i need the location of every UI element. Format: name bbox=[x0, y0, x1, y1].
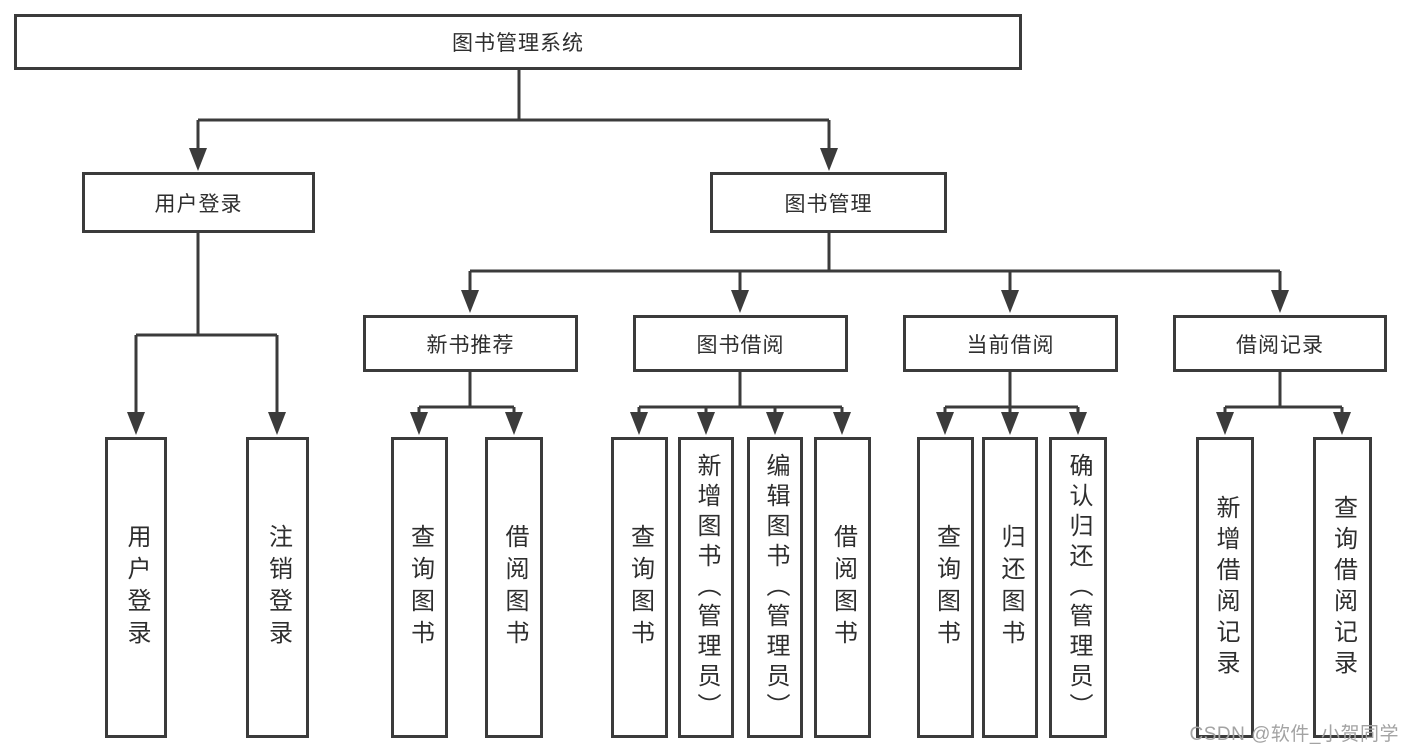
leaf-query-book-1: 查询图书 bbox=[391, 437, 448, 738]
node-root-label: 图书管理系统 bbox=[452, 32, 584, 55]
connector-userlogin-to-leaves bbox=[127, 233, 286, 435]
leaf-logout: 注销登录 bbox=[246, 437, 309, 738]
leaf-query-borrow-record-label: 查询借阅记录 bbox=[1329, 494, 1357, 681]
leaf-query-book-3: 查询图书 bbox=[917, 437, 974, 738]
leaf-borrow-book-1-label: 借阅图书 bbox=[501, 523, 528, 652]
node-book-borrowing-label: 图书借阅 bbox=[696, 333, 785, 357]
connector-borrow-to-leaves bbox=[630, 372, 851, 435]
leaf-add-book-admin: 新增图书（管理员） bbox=[678, 437, 734, 738]
leaf-add-book-admin-label: 新增图书（管理员） bbox=[693, 452, 720, 723]
connector-record-to-leaves bbox=[1216, 372, 1351, 435]
node-current-borrowing: 当前借阅 bbox=[903, 315, 1118, 372]
leaf-add-borrow-record: 新增借阅记录 bbox=[1196, 437, 1254, 738]
node-borrowing-records-label: 借阅记录 bbox=[1236, 333, 1324, 357]
node-book-borrowing: 图书借阅 bbox=[633, 315, 848, 372]
node-current-borrowing-label: 当前借阅 bbox=[966, 333, 1055, 357]
leaf-borrow-book-2: 借阅图书 bbox=[814, 437, 871, 738]
connector-root-to-level2 bbox=[189, 70, 838, 171]
node-root: 图书管理系统 bbox=[14, 14, 1022, 70]
leaf-query-book-1-label: 查询图书 bbox=[406, 523, 434, 652]
node-book-management: 图书管理 bbox=[710, 172, 947, 233]
leaf-user-login: 用户登录 bbox=[105, 437, 167, 738]
node-borrowing-records: 借阅记录 bbox=[1173, 315, 1387, 372]
leaf-user-login-label: 用户登录 bbox=[123, 523, 150, 652]
node-new-book-recommend: 新书推荐 bbox=[363, 315, 578, 372]
node-user-login-label: 用户登录 bbox=[154, 192, 243, 216]
leaf-borrow-book-1: 借阅图书 bbox=[485, 437, 543, 738]
leaf-add-borrow-record-label: 新增借阅记录 bbox=[1212, 494, 1239, 681]
leaf-return-book-label: 归还图书 bbox=[997, 523, 1024, 652]
leaf-confirm-return-admin: 确认归还（管理员） bbox=[1049, 437, 1107, 738]
csdn-watermark: CSDN @软件_小贺同学 bbox=[1189, 724, 1399, 745]
leaf-query-book-2-label: 查询图书 bbox=[626, 523, 654, 652]
leaf-edit-book-admin: 编辑图书（管理员） bbox=[747, 437, 803, 738]
leaf-query-book-3-label: 查询图书 bbox=[932, 523, 960, 652]
leaf-confirm-return-admin-label: 确认归还（管理员） bbox=[1065, 452, 1092, 723]
leaf-borrow-book-2-label: 借阅图书 bbox=[829, 523, 857, 652]
connector-newbook-to-leaves bbox=[410, 372, 523, 435]
leaf-query-borrow-record: 查询借阅记录 bbox=[1313, 437, 1372, 738]
leaf-return-book: 归还图书 bbox=[982, 437, 1038, 738]
node-new-book-recommend-label: 新书推荐 bbox=[426, 333, 515, 357]
connector-bookmgmt-to-level3 bbox=[461, 233, 1289, 313]
leaf-query-book-2: 查询图书 bbox=[611, 437, 668, 738]
node-user-login: 用户登录 bbox=[82, 172, 315, 233]
node-book-management-label: 图书管理 bbox=[784, 192, 873, 216]
connector-current-to-leaves bbox=[936, 372, 1087, 435]
leaf-edit-book-admin-label: 编辑图书（管理员） bbox=[762, 452, 789, 723]
leaf-logout-label: 注销登录 bbox=[264, 523, 292, 652]
